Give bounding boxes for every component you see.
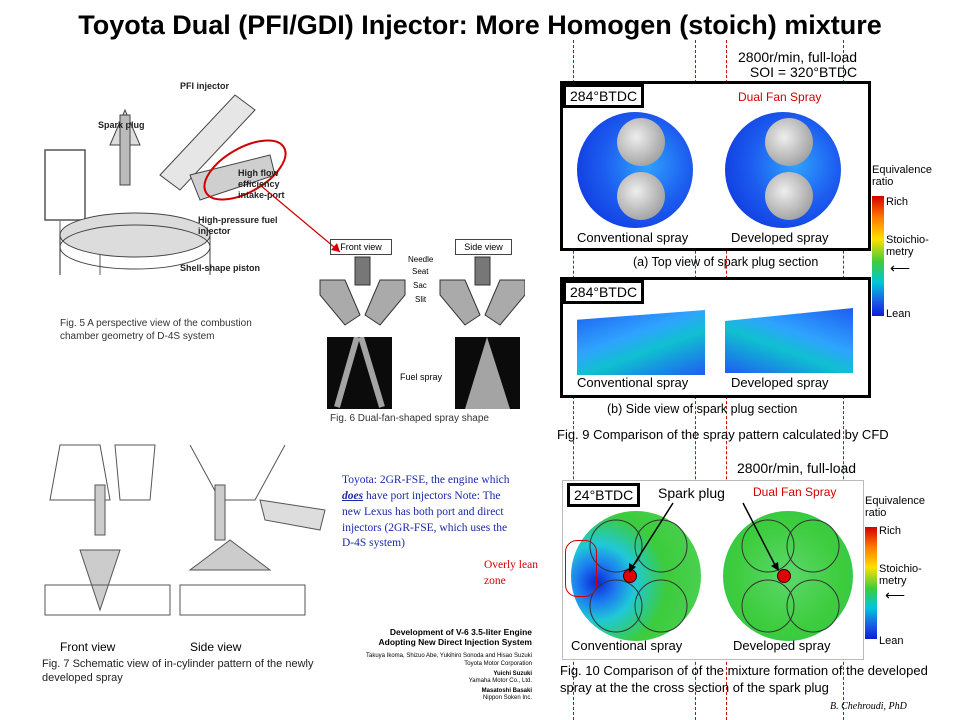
- lean-zone-highlight: [565, 540, 597, 597]
- fig9-legend-stoich: Stoichio-metry: [886, 234, 929, 258]
- paper-affiliation-2: Yamaha Motor Co., Ltd.: [468, 677, 532, 684]
- nozzle-diagram: [319, 256, 525, 326]
- author-credit: B. Chehroudi, PhD: [830, 701, 907, 712]
- developed-top-cfd: [725, 112, 841, 228]
- fig5-caption: Fig. 5 A perspective view of the combust…: [60, 318, 252, 342]
- engine-perspective-illustration: [44, 94, 287, 285]
- fig10-conv-label: Conventional spray: [571, 638, 683, 653]
- fig9-top-view-panel: 284°BTDC Dual Fan Spray Conventional spr…: [560, 81, 871, 251]
- fig9-subcaption-b: (b) Side view of spark plug section: [607, 402, 798, 416]
- fig10-crank-angle: 24°BTDC: [567, 483, 641, 507]
- fig9-top-conv-label: Conventional spray: [577, 230, 689, 245]
- fig7-schematic: Front view Side view Fig. 7 Schematic vi…: [40, 440, 330, 690]
- fig7-caption: Fig. 7 Schematic view of in-cylinder pat…: [42, 658, 314, 684]
- label-spark-plug: Spark plug: [98, 120, 145, 130]
- fig9-side-crank-angle: 284°BTDC: [563, 280, 645, 304]
- fig10-dual-fan-label: Dual Fan Spray: [753, 485, 837, 499]
- fig9-top-crank-angle: 284°BTDC: [563, 84, 645, 108]
- paper-author-2: Yuichi Suzuki: [493, 670, 532, 677]
- valve-bottom: [765, 172, 813, 220]
- fig10-legend-title: Equivalence ratio: [865, 495, 925, 519]
- fig9-side-conv-label: Conventional spray: [577, 375, 689, 390]
- label-pfi-injector: PFI injector: [180, 81, 230, 91]
- fig6-front-label: Front view: [330, 239, 392, 255]
- fig9-legend-rich: Rich: [886, 196, 909, 208]
- valve-top: [765, 118, 813, 166]
- paper-author-3: Masatoshi Basaki: [481, 688, 532, 695]
- developed-mixture-cfd: [723, 511, 853, 641]
- fig9-top-dev-label: Developed spray: [731, 230, 829, 245]
- fig10-spark-plug-label: Spark plug: [658, 485, 725, 501]
- fig9-side-dev-label: Developed spray: [731, 375, 829, 390]
- paper-reference: Development of V-6 3.5-liter Engine Adop…: [362, 627, 532, 703]
- note-pre: Toyota: 2GR-FSE, the engine which: [342, 474, 510, 486]
- fig10-cfd-panel: 24°BTDC Spark plug Dual Fan Spray Conven…: [562, 480, 864, 660]
- fuel-spray-photo-front: [327, 336, 392, 409]
- valve-top: [617, 118, 665, 166]
- fig6-nozzle-spray: Front view Side view Needle Seat Sac Sli…: [315, 237, 525, 427]
- fig9-legend-lean: Lean: [886, 308, 911, 320]
- fig9-top-dual-fan-label: Dual Fan Spray: [738, 90, 822, 104]
- label-intake-port: High flow efficiency intake-port: [238, 168, 285, 200]
- fig7-side-label: Side view: [190, 640, 242, 654]
- label-needle: Needle: [408, 255, 434, 264]
- label-sac: Sac: [413, 281, 427, 290]
- valve-outlines: [741, 519, 840, 633]
- conventional-side-cfd: [577, 310, 705, 375]
- fig6-side-label: Side view: [455, 239, 512, 255]
- label-seat: Seat: [412, 267, 429, 276]
- note-emphasis: does: [342, 489, 364, 502]
- fig6-caption: Fig. 6 Dual-fan-shaped spray shape: [330, 413, 489, 424]
- label-hp-injector: High-pressure fuel injector: [198, 215, 278, 236]
- valve-bottom: [617, 172, 665, 220]
- paper-authors: Takuya Ikoma, Shizuo Abe, Yukihiro Sonod…: [366, 653, 532, 660]
- overly-lean-zone-label: Overly lean zone: [484, 559, 538, 588]
- fig9-subcaption-a: (a) Top view of spark plug section: [633, 255, 819, 269]
- conventional-top-cfd: [577, 112, 693, 228]
- fig10-caption: Fig. 10 Comparison of of the mixture for…: [560, 663, 928, 695]
- label-piston: Shell-shape piston: [180, 263, 261, 273]
- fig9-caption: Fig. 9 Comparison of the spray pattern c…: [557, 427, 889, 442]
- fig10-dev-label: Developed spray: [733, 638, 831, 653]
- spark-plug-dot: [777, 569, 791, 583]
- arrow-left-icon: ⟵: [885, 587, 906, 603]
- fig9-legend-title: Equivalence ratio: [872, 164, 932, 188]
- spark-plug-pointers: [629, 502, 779, 573]
- paper-affiliation-3: Nippon Soken Inc.: [482, 695, 532, 702]
- fig9-legend-colorbar: [872, 196, 884, 316]
- fig9-cond-soi: SOI = 320°BTDC: [749, 64, 858, 80]
- arrow-left-icon: ⟵: [890, 260, 911, 276]
- developed-side-cfd: [725, 308, 853, 373]
- pointer-arrow: [259, 184, 341, 253]
- engine-note: Toyota: 2GR-FSE, the engine which does h…: [342, 473, 522, 552]
- fig9-conditions: 2800r/min, full-load SOI = 320°BTDC: [738, 50, 857, 80]
- in-cylinder-schematic: [44, 444, 326, 616]
- fig10-legend-rich: Rich: [879, 525, 902, 537]
- paper-title: Development of V-6 3.5-liter Engine Adop…: [378, 627, 533, 648]
- fig5-engine-drawing: PFI injector Spark plug High flow effici…: [40, 75, 300, 345]
- fuel-spray-photo-side: [455, 337, 520, 409]
- fig10-legend-colorbar: [865, 527, 877, 639]
- fig7-front-label: Front view: [60, 640, 116, 654]
- label-slit: Slit: [415, 295, 427, 304]
- fig10-legend-lean: Lean: [879, 635, 904, 647]
- note-post: have port injectors Note: The new Lexus …: [342, 489, 508, 550]
- label-fuel-spray: Fuel spray: [400, 372, 443, 382]
- slide-title: Toyota Dual (PFI/GDI) Injector: More Hom…: [78, 10, 882, 40]
- fig9-legend: Equivalence ratio Rich Stoichio-metry ⟵ …: [872, 164, 960, 320]
- fig9-cond-speed: 2800r/min, full-load: [738, 49, 858, 65]
- fig10-legend-stoich: Stoichio-metry: [879, 563, 922, 587]
- paper-affiliation-1: Toyota Motor Corporation: [464, 660, 532, 667]
- fig9-side-view-panel: 284°BTDC Conventional spray Developed sp…: [560, 277, 871, 398]
- fig10-conditions: 2800r/min, full-load: [737, 460, 857, 476]
- fig10-legend: Equivalence ratio Rich Stoichio-metry ⟵ …: [865, 495, 955, 647]
